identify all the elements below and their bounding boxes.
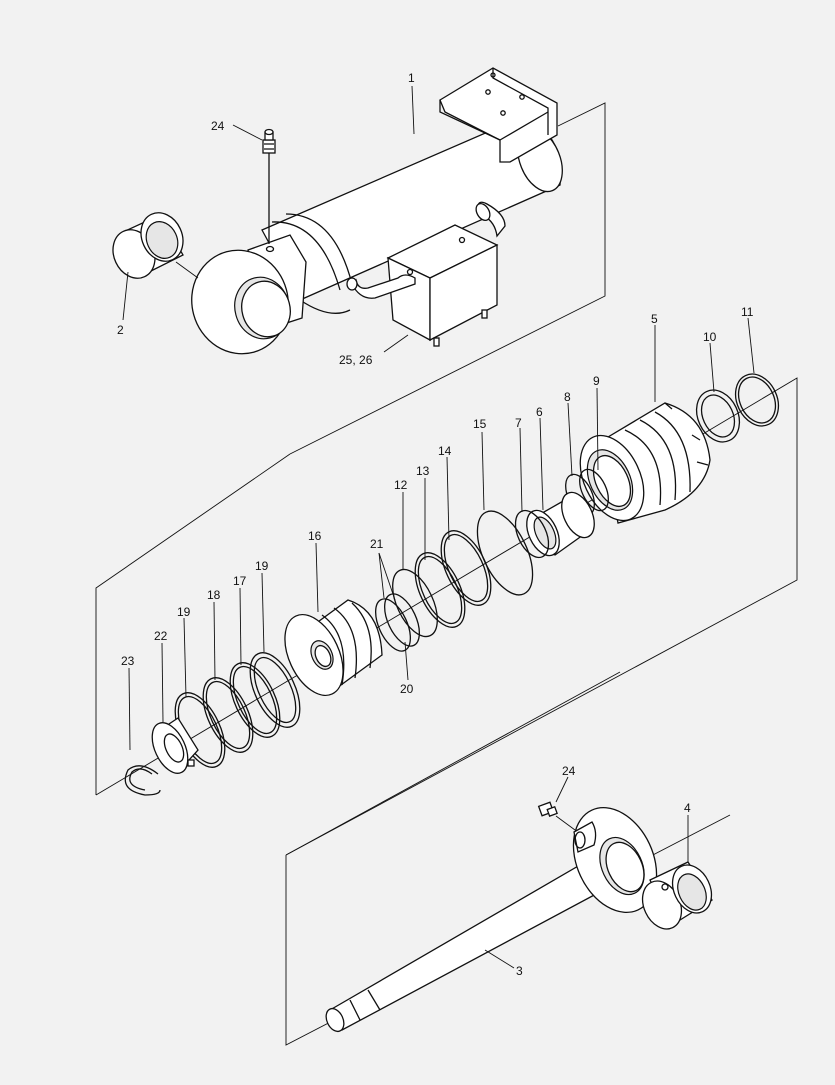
callout-6: 6 — [536, 405, 543, 419]
callout-2: 2 — [117, 323, 124, 337]
part-1-cylinder-barrel — [191, 67, 563, 355]
callout-19-right: 19 — [255, 559, 269, 573]
part-9-ring — [579, 468, 609, 512]
head-eye — [191, 234, 307, 355]
part-11-ring — [734, 373, 780, 427]
callout-23: 23 — [121, 654, 135, 668]
callout-22: 22 — [154, 629, 168, 643]
callout-14: 14 — [438, 444, 452, 458]
callout-labels: 1 24 2 25, 26 5 10 11 9 8 6 7 15 14 13 1… — [117, 71, 754, 978]
part-23-retaining-ring — [124, 765, 161, 796]
part-17-seal — [229, 662, 281, 738]
part-10-ring — [695, 389, 741, 443]
callout-20: 20 — [400, 682, 414, 696]
frame-rod-group — [285, 671, 731, 1046]
callout-25-26: 25, 26 — [339, 353, 373, 367]
callout-24-top: 24 — [211, 119, 225, 133]
callout-16: 16 — [308, 529, 322, 543]
callout-15: 15 — [473, 417, 487, 431]
frame-barrel-group — [289, 102, 606, 455]
part-2-bushing — [112, 212, 199, 279]
frame-piston-group — [95, 377, 798, 856]
callout-1: 1 — [408, 71, 415, 85]
callout-13: 13 — [416, 464, 430, 478]
callout-4: 4 — [684, 801, 691, 815]
part-14-seal-ring — [440, 530, 492, 606]
callout-21: 21 — [370, 537, 384, 551]
part-4-bushing — [641, 861, 713, 930]
part-19-wear-ring-b — [249, 652, 301, 728]
callout-9: 9 — [593, 374, 600, 388]
part-24-grease-fitting — [262, 128, 276, 244]
leader-lines — [122, 85, 755, 969]
callout-10: 10 — [703, 330, 717, 344]
part-18-seal — [202, 677, 254, 753]
part-12-seal-ring — [392, 568, 438, 638]
part-3-piston-rod — [325, 806, 658, 1033]
callout-17: 17 — [233, 574, 247, 588]
mounting-bracket — [439, 67, 558, 163]
callout-11: 11 — [741, 305, 754, 319]
callout-12: 12 — [394, 478, 408, 492]
callout-19-left: 19 — [177, 605, 191, 619]
callout-24-bottom: 24 — [562, 764, 576, 778]
part-7-ring — [514, 509, 550, 559]
part-24-grease-fitting-rod — [537, 801, 576, 831]
callout-18: 18 — [207, 588, 221, 602]
part-6-bushing — [526, 491, 595, 557]
callout-7: 7 — [515, 416, 522, 430]
part-21-rings — [375, 593, 420, 652]
callout-5: 5 — [651, 312, 658, 326]
part-25-26-valve-block — [346, 224, 499, 347]
part-5-cylinder-head — [579, 402, 711, 524]
part-16-piston — [284, 599, 383, 697]
callout-3: 3 — [516, 964, 523, 978]
part-22-nut — [151, 717, 199, 774]
rod-eye — [572, 806, 658, 914]
callout-8: 8 — [564, 390, 571, 404]
